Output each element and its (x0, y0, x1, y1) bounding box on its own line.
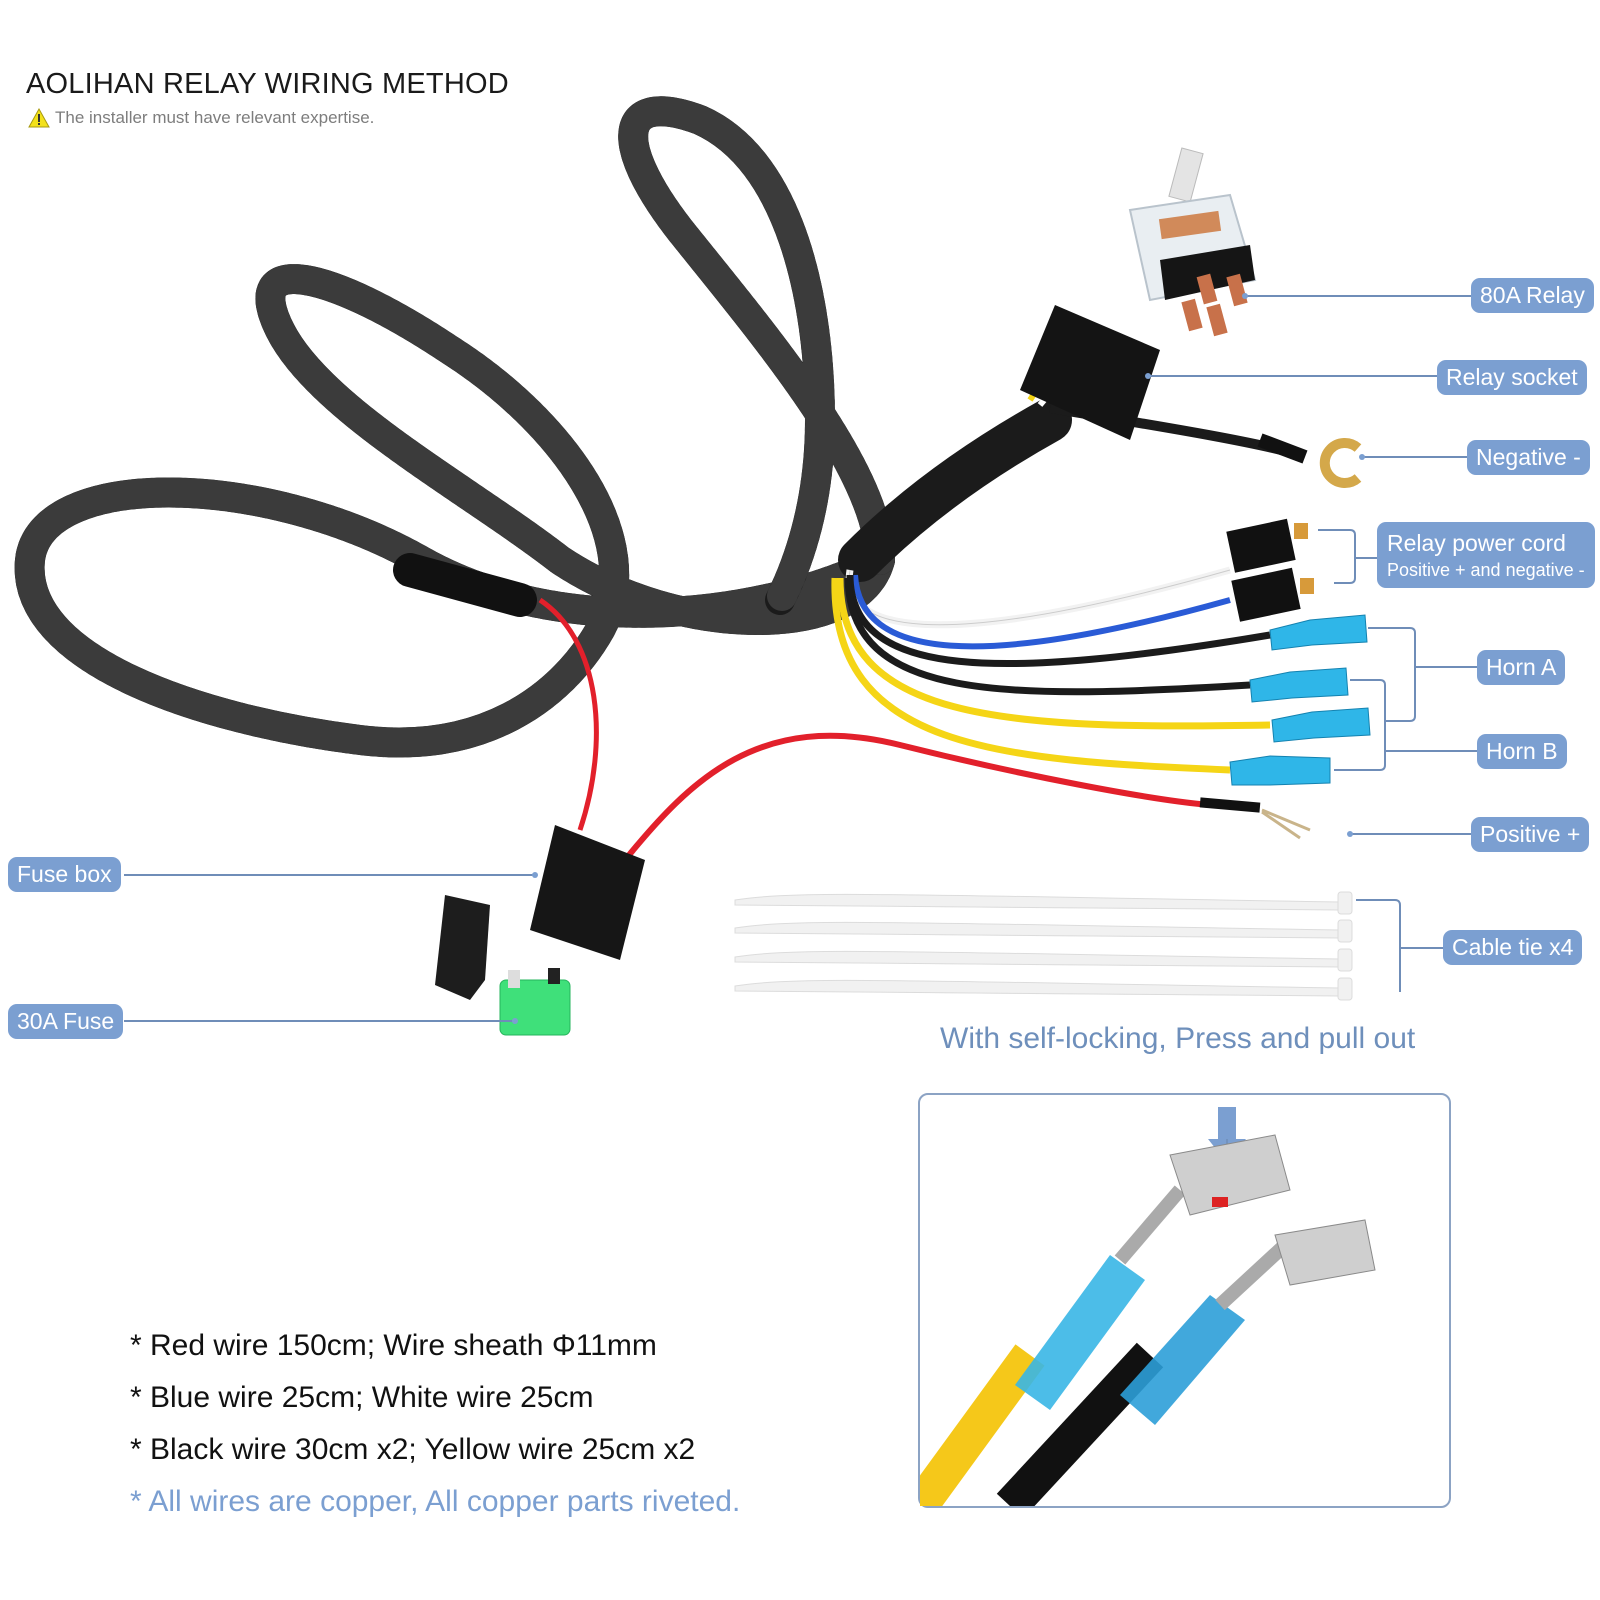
relay-80a (1128, 147, 1257, 337)
page-title: AOLIHAN RELAY WIRING METHOD (26, 68, 509, 100)
terminal-closeup-illustration (905, 1107, 1376, 1519)
label-negative: Negative - (1467, 440, 1590, 475)
spec-line: * Red wire 150cm; Wire sheath Φ11mm (130, 1329, 657, 1362)
spec-note: * All wires are copper, All copper parts… (130, 1485, 741, 1518)
label-cable-tie: Cable tie x4 (1443, 930, 1583, 965)
label-relay-power-cord: Relay power cord Positive + and negative… (1377, 522, 1595, 588)
wire-specs: * Red wire 150cm; Wire sheath Φ11mm * Bl… (130, 1320, 740, 1528)
leader-lines (124, 295, 1478, 1022)
wire-sheath (14, 96, 1072, 758)
fuse-box (435, 825, 645, 1000)
cable-ties (734, 891, 1353, 1001)
relay-power-connectors (1226, 518, 1314, 622)
warning-note: The installer must have relevant experti… (28, 108, 374, 128)
inset-caption: With self-locking, Press and pull out (940, 1022, 1416, 1055)
relay-socket (1020, 305, 1160, 440)
negative-ring-terminal (1319, 438, 1362, 488)
red-wire-positive (622, 732, 1211, 862)
label-relay-power-cord-title: Relay power cord (1387, 530, 1566, 556)
spec-line: * Blue wire 25cm; White wire 25cm (130, 1381, 594, 1414)
label-fuse-box: Fuse box (8, 857, 121, 892)
red-wire-fuse (538, 597, 599, 831)
label-horn-a: Horn A (1477, 650, 1566, 685)
fuse-30a (499, 968, 571, 1036)
label-30a-fuse: 30A Fuse (8, 1004, 124, 1039)
label-positive: Positive + (1471, 817, 1590, 852)
label-80a-relay: 80A Relay (1471, 278, 1594, 313)
label-relay-socket: Relay socket (1437, 360, 1587, 395)
spec-line: * Black wire 30cm x2; Yellow wire 25cm x… (130, 1433, 696, 1466)
warning-text: The installer must have relevant experti… (55, 108, 375, 127)
terminal-detail-inset (905, 1093, 1451, 1519)
horn-terminals (1229, 614, 1371, 786)
warning-triangle-icon (28, 108, 50, 128)
label-horn-b: Horn B (1477, 734, 1567, 769)
label-relay-power-cord-sub: Positive + and negative - (1387, 560, 1585, 580)
